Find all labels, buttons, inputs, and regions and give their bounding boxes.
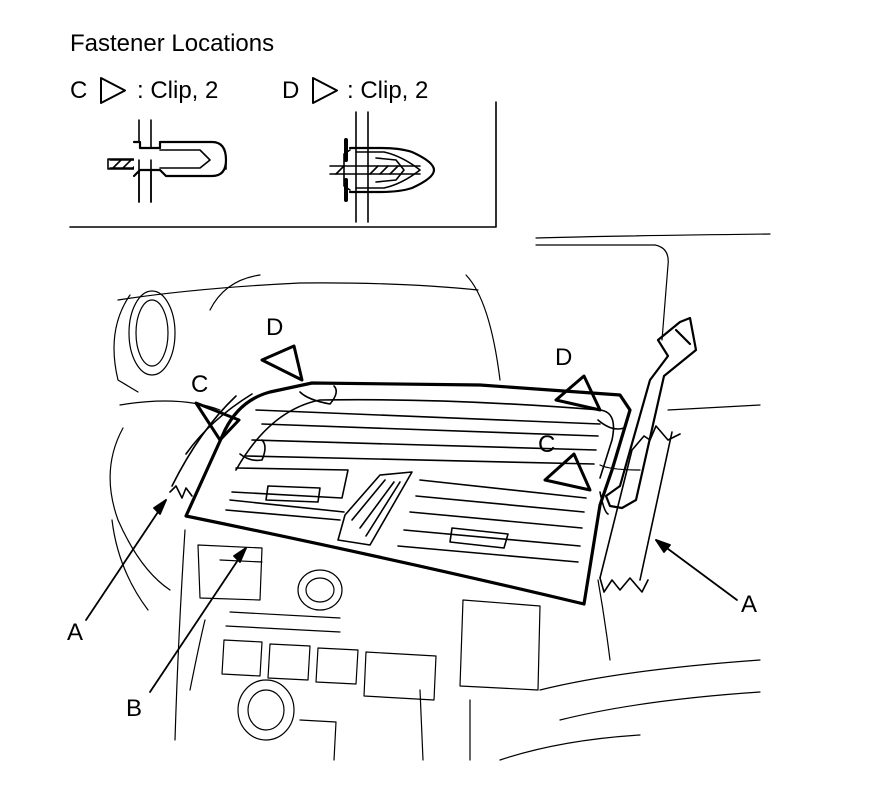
legend-triangle-c	[100, 77, 126, 104]
callout-label-c-right: C	[538, 431, 556, 458]
callout-label-a-left: A	[67, 619, 84, 646]
removal-tool	[604, 316, 698, 510]
leader-arrow-b	[149, 547, 247, 693]
callout-label-a-right: A	[741, 591, 758, 618]
legend-item-d-letter: D	[282, 77, 300, 104]
callout-triangle-d-right	[554, 374, 602, 412]
callout-label-d-left: D	[266, 314, 284, 341]
callout-triangle-d-left	[260, 344, 304, 382]
clip-d-detail	[329, 111, 436, 223]
center-console	[174, 529, 541, 761]
legend-item-c-desc: : Clip, 2	[137, 77, 219, 104]
callout-triangle-c-right	[543, 452, 592, 492]
callout-label-c-left: C	[191, 371, 209, 398]
clip-c-detail	[107, 119, 228, 203]
leader-arrow-a-left	[85, 499, 167, 621]
panel-a-left	[169, 393, 253, 499]
callout-label-d-right: D	[555, 344, 573, 371]
callout-triangle-c-left	[194, 401, 241, 442]
callout-label-b: B	[126, 695, 143, 722]
panel-a-right	[599, 425, 681, 593]
legend-title: Fastener Locations	[70, 30, 275, 57]
legend-item-c-letter: C	[70, 77, 88, 104]
legend-triangle-d	[312, 77, 338, 104]
legend-item-d-desc: : Clip, 2	[347, 77, 429, 104]
leader-arrow-a-right	[655, 539, 738, 601]
dashboard-outline	[109, 233, 771, 761]
vent-trim-panel	[184, 381, 632, 606]
legend-box-border	[69, 101, 497, 228]
